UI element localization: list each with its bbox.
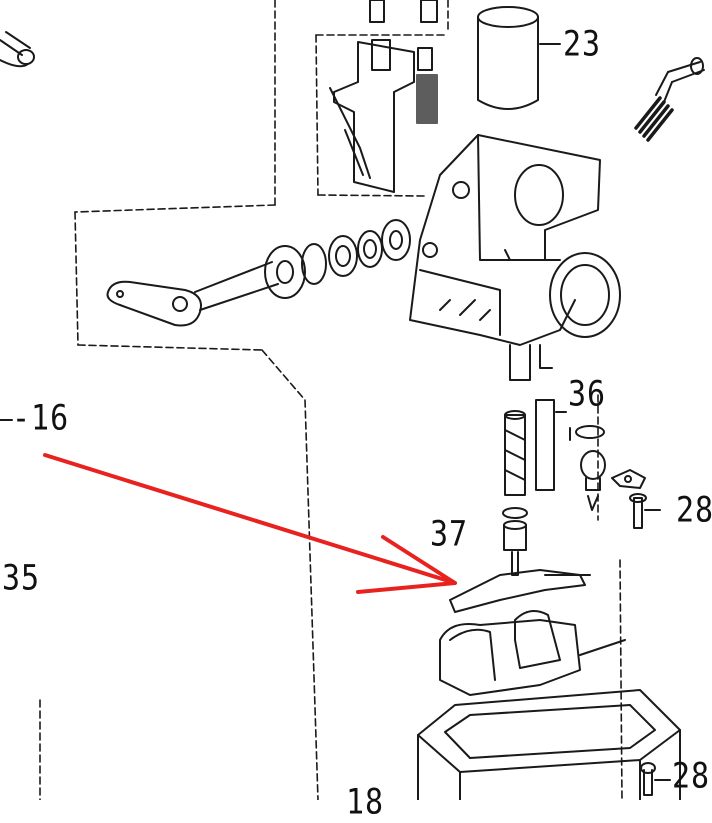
fuel-pipe-fitting bbox=[0, 31, 35, 68]
part-number-28-top: 28 bbox=[676, 490, 712, 531]
part-number-23: 23 bbox=[563, 24, 602, 65]
float-assembly bbox=[439, 569, 626, 696]
choke-plunger-parts bbox=[329, 0, 438, 193]
dashed-frame-lines bbox=[39, 0, 623, 800]
carburetor-exploded-diagram bbox=[0, 0, 705, 800]
bowl-screw bbox=[640, 762, 671, 796]
pilot-screw-spring bbox=[634, 57, 705, 142]
red-arrow-annotation bbox=[43, 453, 457, 594]
carburetor-body bbox=[409, 134, 621, 381]
part-number-35: 35 bbox=[2, 558, 41, 599]
main-jet-needle-jet bbox=[504, 399, 661, 529]
float-chamber-bowl bbox=[417, 689, 681, 800]
part-number-18: 18 bbox=[346, 782, 385, 823]
part-number-16: -16 bbox=[12, 398, 70, 439]
part-number-36: 36 bbox=[568, 374, 607, 415]
throttle-valve-cylinder bbox=[477, 6, 561, 110]
main-jet-oring bbox=[502, 507, 528, 576]
part-number-28-bottom: 28 bbox=[672, 756, 711, 797]
part-number-37: 37 bbox=[430, 514, 469, 555]
throttle-shaft-assembly bbox=[106, 219, 411, 327]
